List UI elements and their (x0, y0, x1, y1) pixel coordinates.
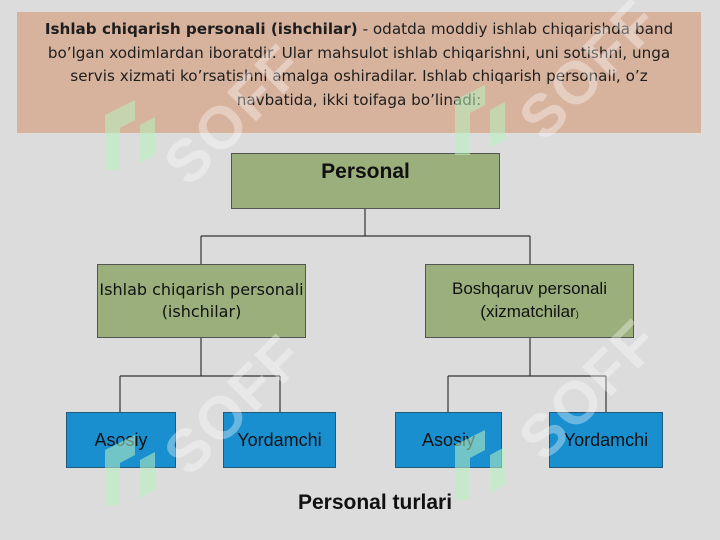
node-main-left: Asosiy (66, 412, 176, 468)
node-management-staff: Boshqaruv personali (xizmatchilar) (425, 264, 634, 338)
node-production-staff-label: Ishlab chiqarish personali (ishchilar) (99, 280, 304, 321)
intro-term: Ishlab chiqarish personali (ishchilar) (44, 20, 358, 38)
intro-definition: - odatda moddiy ishlab chiqarishda band … (47, 20, 674, 109)
node-auxiliary-left: Yordamchi (223, 412, 336, 468)
node-management-staff-label: Boshqaruv personali (xizmatchilar) (452, 278, 607, 321)
diagram-caption: Personal turlari (297, 491, 453, 514)
node-auxiliary-right: Yordamchi (549, 412, 663, 468)
node-personal: Personal (231, 153, 500, 209)
node-main-right: Asosiy (395, 412, 502, 468)
node-production-staff: Ishlab chiqarish personali (ishchilar) (97, 264, 306, 338)
